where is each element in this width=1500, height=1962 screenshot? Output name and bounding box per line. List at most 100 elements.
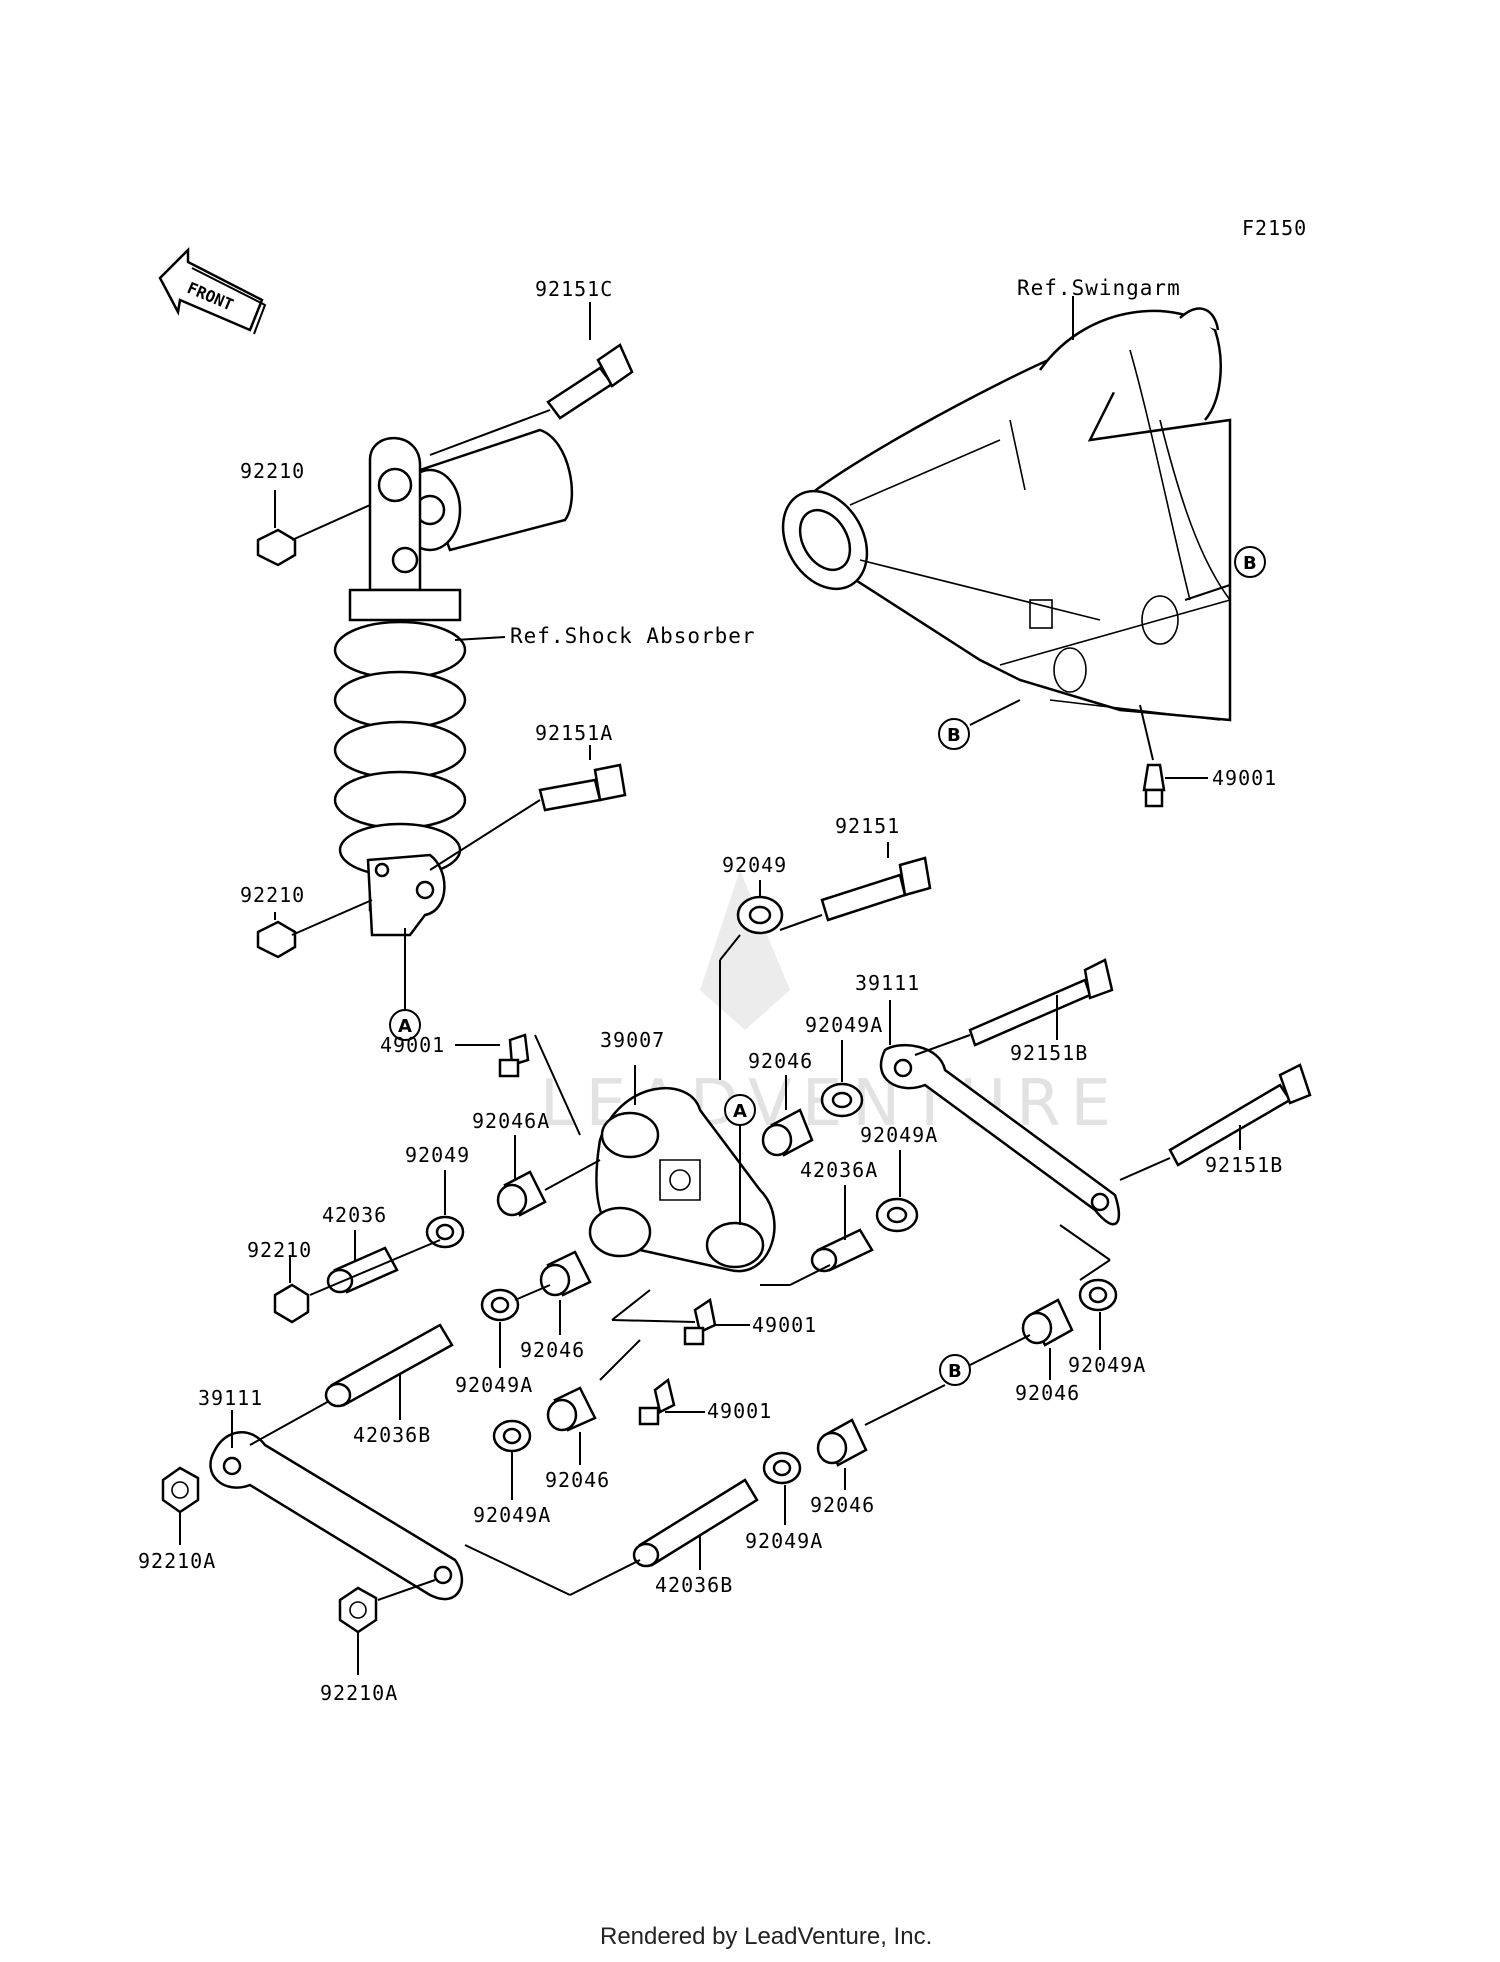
- swingarm-drawing: [781, 307, 1232, 722]
- leader-42036a-shaft-2: [789, 1264, 831, 1286]
- part-92046a[interactable]: 92046A: [472, 1109, 550, 1133]
- part-92046-3[interactable]: 92046: [545, 1468, 610, 1492]
- bearing-92046-4: [1021, 1298, 1074, 1347]
- part-92049-top[interactable]: 92049: [722, 853, 787, 877]
- leader-b-group-2: [1079, 1259, 1111, 1281]
- part-49001-swingarm[interactable]: 49001: [1212, 766, 1277, 790]
- leader-b-group-1: [1059, 1224, 1111, 1261]
- bolt-92151b-1: [968, 958, 1114, 1047]
- callout-b-circle-1: [1234, 546, 1266, 578]
- leader-49001-swing-2: [1139, 704, 1154, 761]
- callout-a-circle-2: [724, 1094, 756, 1126]
- washer-92049a-5: [492, 1419, 532, 1453]
- leader-49001-mid-3: [611, 1319, 696, 1323]
- part-39007[interactable]: 39007: [600, 1028, 665, 1052]
- nut-92210a-1: [161, 1466, 200, 1514]
- leader-42036b-2-shaft-2: [569, 1559, 641, 1596]
- diagram-code: F2150: [1242, 216, 1307, 240]
- part-92210-mid[interactable]: 92210: [240, 883, 305, 907]
- swingarm-reference-label: Ref.Swingarm: [1017, 276, 1181, 300]
- rocker-arm-39007: [588, 1086, 776, 1273]
- washer-92049a-4: [1078, 1278, 1118, 1312]
- shock-reference-label: Ref.Shock Absorber: [510, 624, 756, 648]
- part-92046-2[interactable]: 92046: [520, 1338, 585, 1362]
- bearing-92046a: [496, 1170, 547, 1217]
- callout-a-circle-1: [389, 1009, 421, 1041]
- part-92151a[interactable]: 92151A: [535, 721, 613, 745]
- part-92151b-1[interactable]: 92151B: [1010, 1041, 1088, 1065]
- leader-callout-b-3: [969, 1334, 1031, 1366]
- bolt-92151: [820, 856, 932, 922]
- tie-rod-39111-left: [209, 1431, 464, 1601]
- part-92046-4[interactable]: 92046: [1015, 1381, 1080, 1405]
- collar-42036: [326, 1246, 399, 1294]
- leader-92210-top-shaft: [291, 504, 371, 541]
- leader-callout-b-1: [1184, 584, 1231, 601]
- bolt-92151b-2: [1168, 1063, 1312, 1167]
- part-39111-right[interactable]: 39111: [855, 971, 920, 995]
- callout-a-2: A: [733, 1101, 747, 1122]
- leader-92151b-2-shaft: [1119, 1157, 1171, 1181]
- part-92049a-6[interactable]: 92049A: [745, 1529, 823, 1553]
- callout-b-circle-2: [938, 718, 970, 750]
- part-92049a-5[interactable]: 92049A: [473, 1503, 551, 1527]
- leader-92210-low-shaft: [309, 1239, 441, 1296]
- nut-92210-mid: [256, 920, 297, 959]
- part-49001-low[interactable]: 49001: [707, 1399, 772, 1423]
- leader-92151-shaft: [779, 914, 823, 931]
- part-92049-left[interactable]: 92049: [405, 1143, 470, 1167]
- part-92049a-1[interactable]: 92049A: [805, 1013, 883, 1037]
- part-92151[interactable]: 92151: [835, 814, 900, 838]
- nut-92210-low: [273, 1283, 310, 1324]
- part-92046-5[interactable]: 92046: [810, 1493, 875, 1517]
- part-92151b-2[interactable]: 92151B: [1205, 1153, 1283, 1177]
- part-49001-mid[interactable]: 49001: [752, 1313, 817, 1337]
- front-arrow-icon: FRONT: [158, 246, 267, 335]
- part-92049a-4[interactable]: 92049A: [1068, 1353, 1146, 1377]
- callout-b-2: B: [947, 725, 961, 746]
- part-42036b-1[interactable]: 42036B: [353, 1423, 431, 1447]
- bearing-92046-1: [761, 1108, 814, 1157]
- leader-92049a-3-shaft: [514, 1284, 551, 1301]
- part-92049a-3[interactable]: 92049A: [455, 1373, 533, 1397]
- collar-42036b-1: [324, 1323, 454, 1408]
- tie-rod-39111-right: [879, 1043, 1121, 1226]
- leader-callout-b-2: [969, 699, 1021, 726]
- washer-92049a-1: [820, 1082, 864, 1118]
- part-39111-left[interactable]: 39111: [198, 1386, 263, 1410]
- part-92210a-1[interactable]: 92210A: [138, 1549, 216, 1573]
- bearing-92046-5: [816, 1418, 868, 1467]
- collar-42036b-2: [632, 1478, 759, 1568]
- collar-42036a: [810, 1228, 874, 1273]
- leader-42036b-2-shaft-1: [464, 1544, 571, 1596]
- part-92046-1[interactable]: 92046: [748, 1049, 813, 1073]
- bolt-92151a: [538, 763, 627, 812]
- part-92210a-2[interactable]: 92210A: [320, 1681, 398, 1705]
- nut-92210a-2: [338, 1586, 378, 1634]
- callout-b-1: B: [1243, 553, 1257, 574]
- nut-92210-top: [256, 528, 297, 567]
- part-92210-top[interactable]: 92210: [240, 459, 305, 483]
- grease-fitting-low: [638, 1377, 676, 1426]
- callout-a-1: A: [398, 1016, 412, 1037]
- part-42036a[interactable]: 42036A: [800, 1158, 878, 1182]
- leader-92210-mid-shaft: [291, 899, 373, 936]
- part-49001-left[interactable]: 49001: [380, 1033, 445, 1057]
- washer-92049a-2: [875, 1197, 919, 1233]
- footer-credit: Rendered by LeadVenture, Inc.: [600, 1923, 932, 1950]
- part-92210-low[interactable]: 92210: [247, 1238, 312, 1262]
- leader-49001-low-shaft: [599, 1339, 641, 1381]
- leader-shock: [454, 636, 506, 641]
- part-92049a-2[interactable]: 92049A: [860, 1123, 938, 1147]
- leader-92046a-shaft: [544, 1159, 601, 1191]
- grease-fitting-left: [498, 1033, 530, 1078]
- part-92151c[interactable]: 92151C: [535, 277, 613, 301]
- leader-49001-mid-2: [611, 1289, 651, 1321]
- part-42036[interactable]: 42036: [322, 1203, 387, 1227]
- washer-92049a-6: [762, 1451, 802, 1485]
- leader-39111-left-shaft: [249, 1394, 341, 1446]
- part-42036b-2[interactable]: 42036B: [655, 1573, 733, 1597]
- shock-absorber-drawing: [333, 428, 574, 937]
- grease-fitting-swingarm: [1142, 763, 1166, 808]
